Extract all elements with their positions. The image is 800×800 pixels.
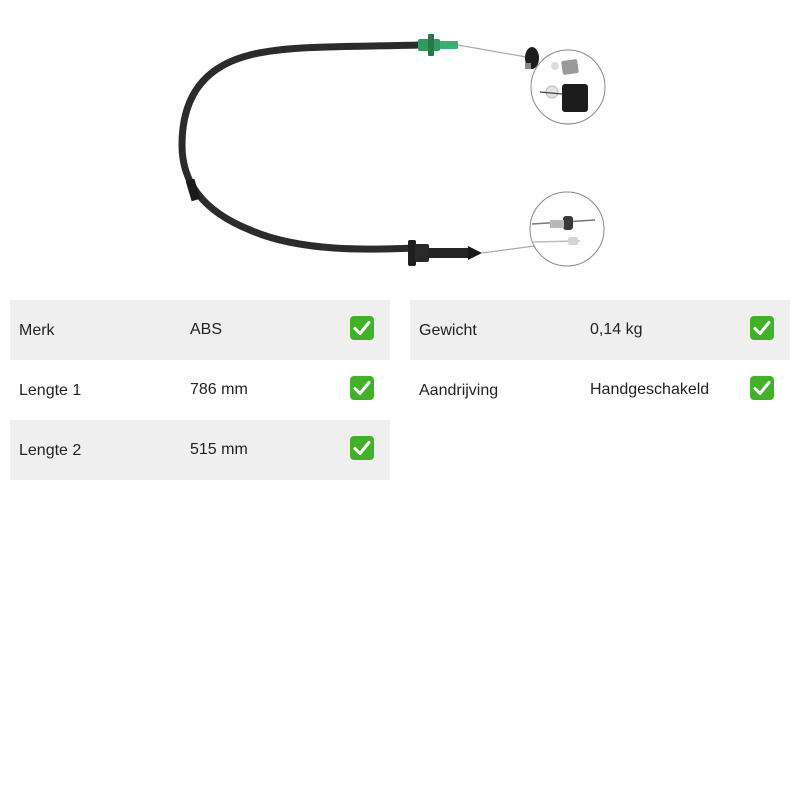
cable-sheath (178, 41, 424, 253)
checkmark-icon (750, 316, 774, 340)
spec-value: 515 mm (190, 441, 248, 458)
spec-value: 786 mm (190, 381, 248, 398)
spec-value: ABS (190, 321, 223, 338)
spec-row-merk: Merk ABS (10, 300, 390, 360)
checkmark-icon (750, 376, 774, 400)
checkmark-icon (350, 436, 374, 460)
cable-end-green-fitting (418, 34, 458, 56)
inner-wire-bottom (481, 244, 543, 254)
detail-inset-top (530, 49, 606, 125)
spec-value: Handgeschakeld (590, 381, 710, 398)
spec-row-lengte-2: Lengte 2 515 mm (10, 420, 390, 480)
checkmark-icon (350, 376, 374, 400)
spec-label: Gewicht (419, 322, 477, 339)
detail-inset-bottom (529, 191, 605, 267)
specs-table-right: Gewicht 0,14 kg Aandrijving Handgeschake… (410, 300, 790, 420)
spec-label: Merk (19, 322, 55, 339)
inner-wire-top (457, 44, 533, 59)
specs-table-left: Merk ABS Lengte 1 786 mm Lengte 2 515 mm (10, 300, 390, 480)
spec-row-gewicht: Gewicht 0,14 kg (410, 300, 790, 360)
spec-label: Lengte 1 (19, 382, 82, 399)
top-pedal-end (525, 47, 539, 69)
cable-end-bottom-fitting (408, 240, 482, 266)
spec-row-aandrijving: Aandrijving Handgeschakeld (410, 360, 790, 420)
spec-row-lengte-1: Lengte 1 786 mm (10, 360, 390, 420)
spec-label: Lengte 2 (19, 442, 82, 459)
spec-label: Aandrijving (419, 382, 499, 399)
spec-value: 0,14 kg (590, 321, 643, 338)
checkmark-icon (350, 316, 374, 340)
product-image (178, 34, 606, 267)
